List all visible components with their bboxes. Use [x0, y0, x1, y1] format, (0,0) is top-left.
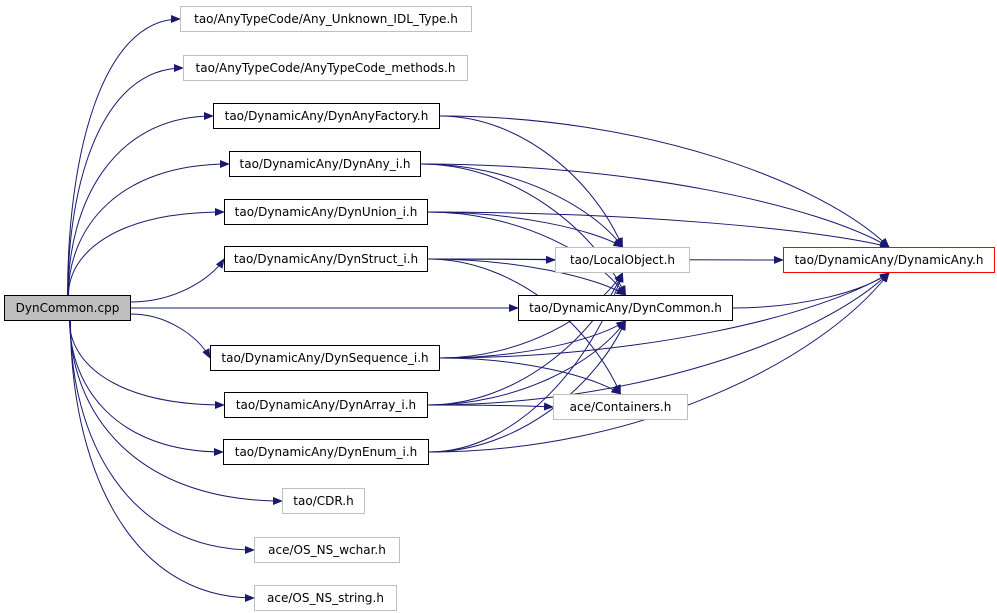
node-dynamicany-h[interactable]: tao/DynamicAny/DynamicAny.h: [783, 247, 995, 273]
edge-dynarray-i-to-dyncommon-h: [427, 320, 627, 406]
node-dyncommon-h[interactable]: tao/DynamicAny/DynCommon.h: [518, 295, 733, 321]
node-dynarray-i-h[interactable]: tao/DynamicAny/DynArray_i.h: [224, 392, 428, 418]
node-containers-h[interactable]: ace/Containers.h: [553, 394, 688, 420]
edge-root-to-os-ns-string: [69, 320, 255, 602]
node-dynsequence-i-h[interactable]: tao/DynamicAny/DynSequence_i.h: [210, 345, 440, 371]
edge-dynarray-i-to-dynamicany: [427, 272, 890, 406]
edge-dynany-i-to-dynamicany: [420, 163, 890, 248]
node-os-ns-wchar-h[interactable]: ace/OS_NS_wchar.h: [254, 537, 400, 563]
edge-root-to-dynunion-i: [68, 208, 225, 296]
edge-root-to-any-unknown: [67, 15, 181, 296]
edge-dynsequence-i-to-containers: [439, 357, 622, 395]
node-dynunion-i-h[interactable]: tao/DynamicAny/DynUnion_i.h: [224, 199, 428, 225]
edge-dynunion-i-to-dyncommon-h: [427, 211, 627, 296]
node-dynenum-i-h[interactable]: tao/DynamicAny/DynEnum_i.h: [223, 439, 429, 465]
edge-dyncommon-h-to-dynamicany: [732, 272, 890, 309]
edge-dynstruct-i-to-dyncommon-h: [427, 258, 627, 296]
edge-dynsequence-i-to-dynamicany: [439, 272, 890, 359]
edge-root-to-dynsequence-i: [130, 313, 211, 359]
node-anytypecode-methods-h[interactable]: tao/AnyTypeCode/AnyTypeCode_methods.h: [183, 55, 468, 81]
node-dynstruct-i-h[interactable]: tao/DynamicAny/DynStruct_i.h: [224, 246, 428, 272]
edge-root-to-cdr: [69, 320, 283, 505]
edge-dynany-i-to-localobject: [420, 163, 624, 248]
node-cdr-h[interactable]: tao/CDR.h: [282, 488, 365, 514]
node-any-unknown-idl-type-h[interactable]: tao/AnyTypeCode/Any_Unknown_IDL_Type.h: [180, 6, 472, 32]
edge-dynsequence-i-to-dyncommon-h: [439, 320, 627, 359]
node-os-ns-string-h[interactable]: ace/OS_NS_string.h: [254, 585, 397, 611]
edge-dynanyfactory-to-localobject: [439, 115, 623, 248]
node-dynanyfactory-h[interactable]: tao/DynamicAny/DynAnyFactory.h: [213, 103, 440, 129]
edge-root-to-dynanyfactory: [67, 112, 214, 296]
edge-dynanyfactory-to-dynamicany: [439, 115, 890, 248]
edge-root-to-dynstruct-i: [130, 258, 225, 303]
edge-dynstruct-i-to-containers: [427, 258, 621, 395]
node-localobject-h[interactable]: tao/LocalObject.h: [555, 247, 690, 273]
node-dyncommon-cpp[interactable]: DynCommon.cpp: [4, 295, 131, 321]
edge-root-to-dynenum-i: [69, 320, 224, 456]
edge-root-to-anytypecode-methods: [67, 64, 184, 296]
edge-dynunion-i-to-dynamicany: [427, 211, 890, 249]
edge-dynarray-i-to-localobject: [427, 272, 623, 406]
edge-root-to-dynany-i: [67, 160, 230, 296]
edge-root-to-dynarray-i: [68, 320, 225, 409]
edge-dynsequence-i-to-localobject: [439, 272, 624, 359]
edge-dynenum-i-to-dyncommon-h: [428, 320, 626, 453]
edge-root-to-os-ns-wchar: [69, 320, 255, 554]
node-dynany-i-h[interactable]: tao/DynamicAny/DynAny_i.h: [229, 151, 421, 177]
edge-dynunion-i-to-localobject: [427, 211, 624, 248]
edge-dynany-i-to-dyncommon-h: [420, 163, 626, 296]
edge-dynenum-i-to-dynamicany: [428, 272, 890, 453]
